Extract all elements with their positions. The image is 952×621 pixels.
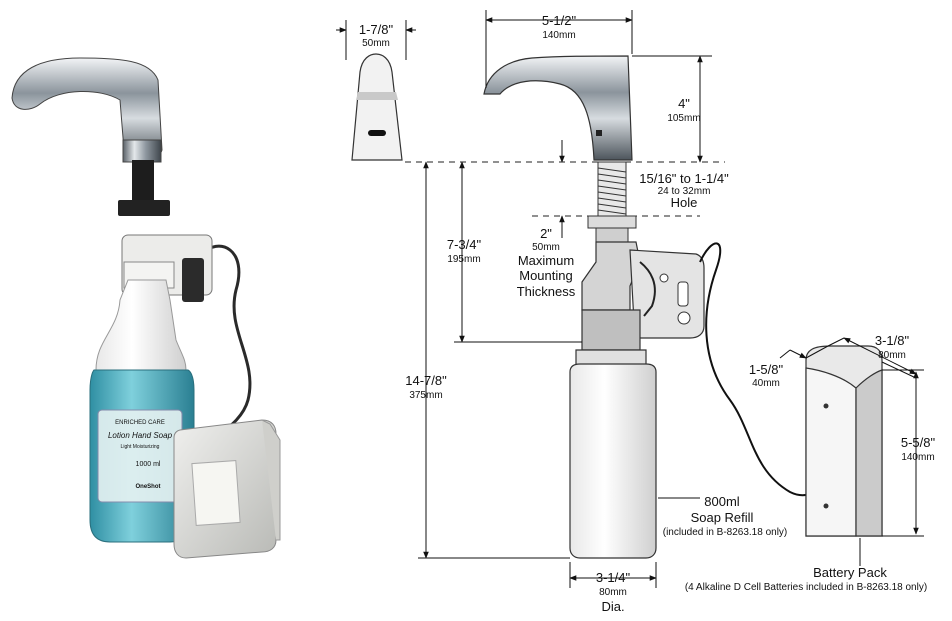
battery-pack-drawing <box>805 345 883 537</box>
bottle-dia-imperial: 3-1/4" <box>596 570 631 585</box>
spout-length-metric: 140mm <box>542 30 575 41</box>
battery-depth-metric: 40mm <box>752 378 780 389</box>
refill-note: (included in B-8263.18 only) <box>663 527 788 538</box>
product-photo: ENRICHED CARE Lotion Hand Soap Light Moi… <box>11 57 281 559</box>
battery-width-metric: 80mm <box>878 350 906 361</box>
hole-imperial: 15/16" to 1-1/4" <box>639 171 729 186</box>
overall-metric: 375mm <box>409 390 442 401</box>
control-tube <box>639 261 656 317</box>
photo-label-product: Lotion Hand Soap <box>108 431 173 440</box>
under-counter-metric: 195mm <box>447 254 480 265</box>
front-view-sensor <box>368 130 386 136</box>
mounting-nut <box>587 215 637 229</box>
spout-height-imperial: 4" <box>678 96 690 111</box>
battery-width-imperial: 3-1/8" <box>875 333 910 348</box>
photo-label-volume: 1000 ml <box>136 461 161 468</box>
side-view-sensor <box>596 130 602 136</box>
bottle-dia-metric: 80mm <box>599 587 627 598</box>
soap-refill-bottle <box>569 363 657 559</box>
battery-screw-top <box>823 403 829 409</box>
front-view-band <box>356 92 398 100</box>
bottle-dia-label: Dia. <box>601 599 624 614</box>
threaded-shank <box>597 161 627 221</box>
photo-stem <box>132 160 154 210</box>
spout-width-metric: 50mm <box>362 38 390 49</box>
photo-label-sub: Light Moisturizing <box>121 444 160 450</box>
photo-control-plug <box>182 258 204 302</box>
spout-width-imperial: 1-7/8" <box>359 22 394 37</box>
control-screw <box>677 311 691 325</box>
battery-height-imperial: 5-5/8" <box>901 435 936 450</box>
front-view-spout <box>351 53 403 161</box>
control-plug <box>677 281 689 307</box>
photo-battery-pack <box>173 419 281 559</box>
battery-depth-imperial: 1-5/8" <box>749 362 784 377</box>
mounting-washer <box>595 227 629 243</box>
bottle-collar <box>581 309 641 351</box>
hole-label: Hole <box>671 195 698 210</box>
mounting-metric: 50mm <box>532 242 560 253</box>
side-view-spout <box>483 55 633 161</box>
photo-nut <box>118 200 170 216</box>
photo-battery-sticker <box>191 460 241 526</box>
battery-screw-bottom <box>823 503 829 509</box>
battery-height-metric: 140mm <box>901 452 934 463</box>
control-jack <box>659 273 669 283</box>
battery-pack-title: Battery Pack <box>813 565 887 580</box>
refill-volume: 800ml <box>704 494 740 509</box>
photo-spout-neck <box>122 139 162 163</box>
battery-cable-line <box>699 242 811 497</box>
mounting-imperial: 2" <box>540 226 552 241</box>
under-counter-imperial: 7-3/4" <box>447 237 482 252</box>
mounting-label-3: Thickness <box>517 284 576 299</box>
spout-length-imperial: 5-1/2" <box>542 13 577 28</box>
refill-name: Soap Refill <box>691 510 754 525</box>
mounting-label-2: Mounting <box>519 268 572 283</box>
spout-height-metric: 105mm <box>667 113 700 124</box>
mounting-label-1: Maximum <box>518 253 574 268</box>
hole-metric: 24 to 32mm <box>658 186 711 197</box>
overall-imperial: 14-7/8" <box>405 373 447 388</box>
battery-pack-note: (4 Alkaline D Cell Batteries included in… <box>685 582 927 593</box>
photo-label-footer: OneShot <box>136 484 161 490</box>
technical-drawing: 1-7/8" 50mm 5-1/2" 140mm 4" 105mm 15/16"… <box>336 10 936 614</box>
photo-label-brand: ENRICHED CARE <box>115 420 165 426</box>
